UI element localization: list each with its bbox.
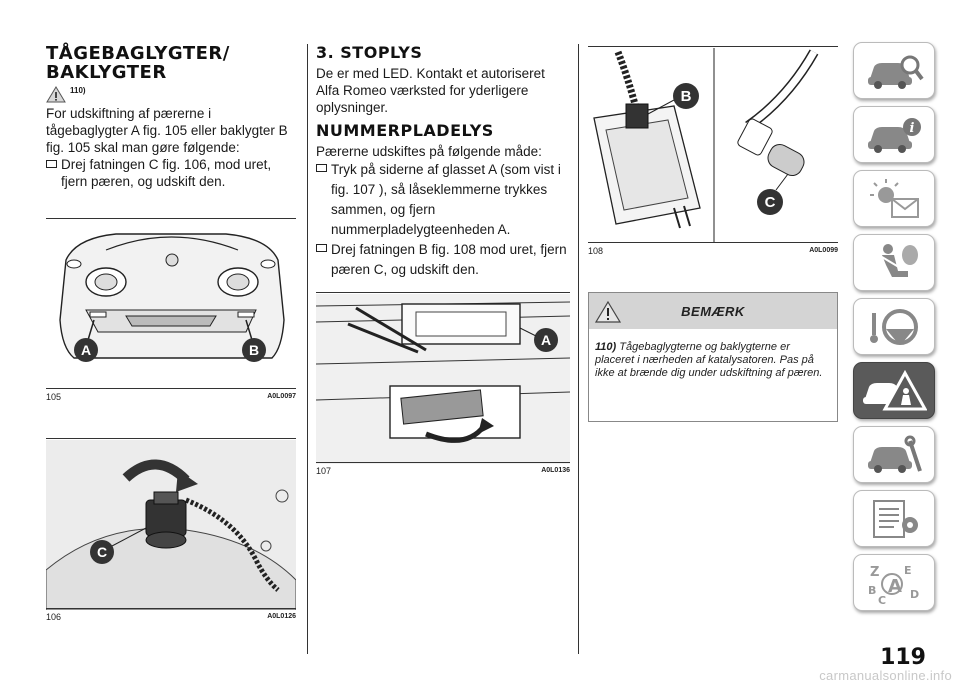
note-title: BEMÆRK xyxy=(681,304,745,319)
figure-code: A0L0136 xyxy=(541,467,570,474)
step-item: Drej fatningen C fig. 106, mod uret, fje… xyxy=(46,156,296,190)
plate-lights-intro: Pærerne udskiftes på følgende måde: xyxy=(316,144,542,159)
fog-lights-intro: For udskiftning af pærerne i tågebaglygt… xyxy=(46,106,288,155)
watermark: carmanualsonline.info xyxy=(819,668,952,683)
figure-caption-rule xyxy=(46,608,296,609)
figure-number: 108 xyxy=(588,246,604,256)
figure-number: 107 xyxy=(316,466,332,476)
callout-label: A xyxy=(81,342,91,358)
emergency-warning-icon xyxy=(863,369,927,410)
tab-index[interactable]: Z E B A D C xyxy=(853,554,935,611)
note-ref: 110) xyxy=(595,341,617,353)
figure-code: A0L0126 xyxy=(267,613,296,620)
svg-text:i: i xyxy=(910,121,915,136)
heading-line-2: BAKLYGTER xyxy=(46,62,167,83)
page-number: 119 xyxy=(880,645,926,670)
checkbox-bullet-icon xyxy=(316,244,327,252)
figure-code: A0L0097 xyxy=(267,393,296,400)
figure-caption-rule xyxy=(316,462,570,463)
car-maintenance-icon xyxy=(868,435,922,473)
svg-text:Z: Z xyxy=(870,565,879,580)
column-fog-reverse-lights: TÅGEBAGLYGTER/ BAKLYGTER 110) For udskif… xyxy=(46,44,296,190)
tab-car-search[interactable] xyxy=(853,42,935,99)
step-text: Tryk på siderne af glasset A (som vist i… xyxy=(331,162,561,237)
figure-caption-rule xyxy=(588,242,838,243)
dashboard-lights-icon xyxy=(870,178,919,218)
chapter-sidebar: i xyxy=(853,42,935,618)
index-letters-icon: Z E B A D C xyxy=(868,564,919,606)
car-rear-illustration: A B xyxy=(59,233,285,362)
car-info-icon: i xyxy=(868,117,921,153)
tab-dashboard-lights[interactable] xyxy=(853,170,935,227)
stoplys-text: De er med LED. Kontakt et autoriseret Al… xyxy=(316,66,545,115)
callout-label: C xyxy=(765,194,776,211)
heading-line-1: TÅGEBAGLYGTER/ xyxy=(46,43,230,64)
figure-106: C 106 A0L0126 xyxy=(46,438,296,628)
figure-top-rule xyxy=(46,218,296,219)
section-heading-stoplys: 3. STOPLYS xyxy=(316,43,423,62)
callout-label: B xyxy=(249,342,259,358)
tab-technical-data[interactable] xyxy=(853,490,935,547)
callout-label: A xyxy=(541,332,551,348)
warning-ref-number: 110) xyxy=(70,86,86,95)
tab-steering-wheel[interactable] xyxy=(853,298,935,355)
column-divider-right xyxy=(578,44,579,654)
figure-top-rule xyxy=(588,46,838,47)
figure-top-rule xyxy=(316,292,570,293)
airbag-seat-icon xyxy=(881,243,918,277)
plate-light-removal-illustration: A xyxy=(316,294,570,464)
step-item: Tryk på siderne af glasset A (som vist i… xyxy=(316,160,570,240)
figure-top-rule xyxy=(46,438,296,439)
section-heading-fog-lights: TÅGEBAGLYGTER/ BAKLYGTER xyxy=(46,44,296,82)
figure-108: B C 108 A0L0099 xyxy=(588,46,838,266)
callout-label: B xyxy=(681,88,692,105)
warning-reference: 110) xyxy=(46,86,296,103)
note-header: BEMÆRK xyxy=(589,293,837,329)
steering-wheel-icon xyxy=(870,308,918,345)
tab-airbag-seat[interactable] xyxy=(853,234,935,291)
step-text: Drej fatningen C fig. 106, mod uret, fje… xyxy=(61,157,272,189)
note-box: BEMÆRK 110) Tågebaglygterne og baklygter… xyxy=(588,292,838,422)
step-text: Drej fatningen B fig. 108 mod uret, fjer… xyxy=(331,242,567,277)
figure-code: A0L0099 xyxy=(809,247,838,254)
figure-107: A 107 A0L0136 xyxy=(316,292,570,482)
tab-car-maintenance[interactable] xyxy=(853,426,935,483)
column-divider-left xyxy=(307,44,308,654)
svg-text:B: B xyxy=(868,584,876,597)
figure-caption-rule xyxy=(46,388,296,389)
warning-triangle-icon xyxy=(46,86,66,103)
technical-data-icon xyxy=(873,499,918,538)
step-item: Drej fatningen B fig. 108 mod uret, fjer… xyxy=(316,240,570,280)
figure-number: 106 xyxy=(46,612,62,622)
checkbox-bullet-icon xyxy=(46,160,57,168)
warning-triangle-icon xyxy=(595,301,621,323)
figure-105: A B 105 A0L0097 xyxy=(46,218,296,408)
tab-emergency[interactable] xyxy=(853,362,935,419)
car-search-icon xyxy=(868,55,924,89)
note-text: Tågebaglygterne og baklygterne er placer… xyxy=(595,341,823,379)
plate-light-bulb-illustration: B C xyxy=(593,48,819,242)
callout-label: C xyxy=(97,544,107,560)
svg-text:E: E xyxy=(904,564,912,577)
svg-text:D: D xyxy=(910,588,919,601)
section-heading-nummerpladelys: NUMMERPLADELYS xyxy=(316,121,494,140)
tab-car-info[interactable]: i xyxy=(853,106,935,163)
figure-number: 105 xyxy=(46,392,62,402)
svg-text:C: C xyxy=(878,594,886,606)
fog-light-socket-illustration: C xyxy=(46,440,296,610)
checkbox-bullet-icon xyxy=(316,164,327,172)
column-stop-plate-lights: 3. STOPLYS De er med LED. Kontakt et aut… xyxy=(316,44,570,280)
note-body: 110) Tågebaglygterne og baklygterne er p… xyxy=(589,329,837,380)
